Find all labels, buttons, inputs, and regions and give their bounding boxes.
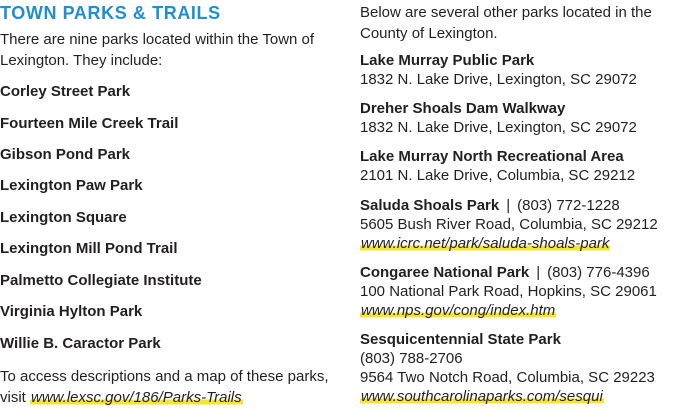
park-entry: Lake Murray North Recreational Area 2101… — [360, 147, 682, 185]
parks-trails-link[interactable]: www.lexsc.gov/186/Parks-Trails — [30, 389, 243, 406]
park-item: Palmetto Collegiate Institute — [0, 272, 202, 289]
park-item: Lexington Square — [0, 209, 127, 226]
park-name: Lake Murray North Recreational Area — [360, 148, 624, 165]
park-item: Lexington Paw Park — [0, 177, 143, 194]
park-website-link[interactable]: www.southcarolinaparks.com/sesqui — [360, 388, 604, 405]
park-item: Corley Street Park — [0, 83, 131, 100]
section-heading: TOWN PARKS & TRAILS — [0, 3, 221, 23]
park-website-link[interactable]: www.icrc.net/park/saluda-shoals-park — [360, 235, 611, 252]
separator: | — [536, 264, 541, 281]
park-website-link[interactable]: www.nps.gov/cong/index.htm — [360, 302, 557, 319]
park-name-row: Congaree National Park | (803) 776-4396 — [360, 263, 682, 282]
park-address: 9564 Two Notch Road, Columbia, SC 29223 — [360, 369, 655, 386]
park-address: 2101 N. Lake Drive, Columbia, SC 29212 — [360, 167, 636, 184]
county-intro-text: Below are several other parks located in… — [360, 4, 652, 42]
park-name-row: Saluda Shoals Park | (803) 772-1228 — [360, 196, 682, 215]
park-item: Willie B. Caractor Park — [0, 335, 161, 352]
park-entry: Saluda Shoals Park | (803) 772-1228 5605 B… — [360, 196, 682, 253]
park-entry: Lake Murray Public Park 1832 N. Lake Dri… — [360, 51, 682, 89]
park-entry: Sesquicentennial State Park (803) 788-27… — [360, 330, 682, 406]
park-item: Lexington Mill Pond Trail — [0, 240, 178, 257]
intro-text: There are nine parks located within the … — [0, 31, 315, 69]
park-address: 1832 N. Lake Drive, Lexington, SC 29072 — [360, 119, 637, 136]
park-entry: Dreher Shoals Dam Walkway 1832 N. Lake D… — [360, 99, 682, 137]
park-phone: (803) 788-2706 — [360, 350, 463, 367]
outro-label: To access descriptions and a map of thes… — [0, 368, 329, 406]
park-address: 1832 N. Lake Drive, Lexington, SC 29072 — [360, 71, 637, 88]
park-name: Lake Murray Public Park — [360, 52, 535, 69]
park-entry: Congaree National Park | (803) 776-4396 10… — [360, 263, 682, 320]
park-phone: (803) 776-4396 — [547, 264, 650, 281]
park-item: Virginia Hylton Park — [0, 303, 143, 320]
park-name: Sesquicentennial State Park — [360, 331, 561, 348]
park-item: Gibson Pond Park — [0, 146, 131, 163]
park-name: Saluda Shoals Park — [360, 197, 500, 214]
park-address: 100 National Park Road, Hopkins, SC 2906… — [360, 283, 657, 300]
park-phone: (803) 772-1228 — [517, 197, 620, 214]
park-address: 5605 Bush River Road, Columbia, SC 29212 — [360, 216, 658, 233]
outro-text: To access descriptions and a map of thes… — [0, 366, 330, 408]
park-item: Fourteen Mile Creek Trail — [0, 115, 179, 132]
park-name: Congaree National Park — [360, 264, 530, 281]
separator: | — [506, 197, 511, 214]
park-name: Dreher Shoals Dam Walkway — [360, 100, 566, 117]
